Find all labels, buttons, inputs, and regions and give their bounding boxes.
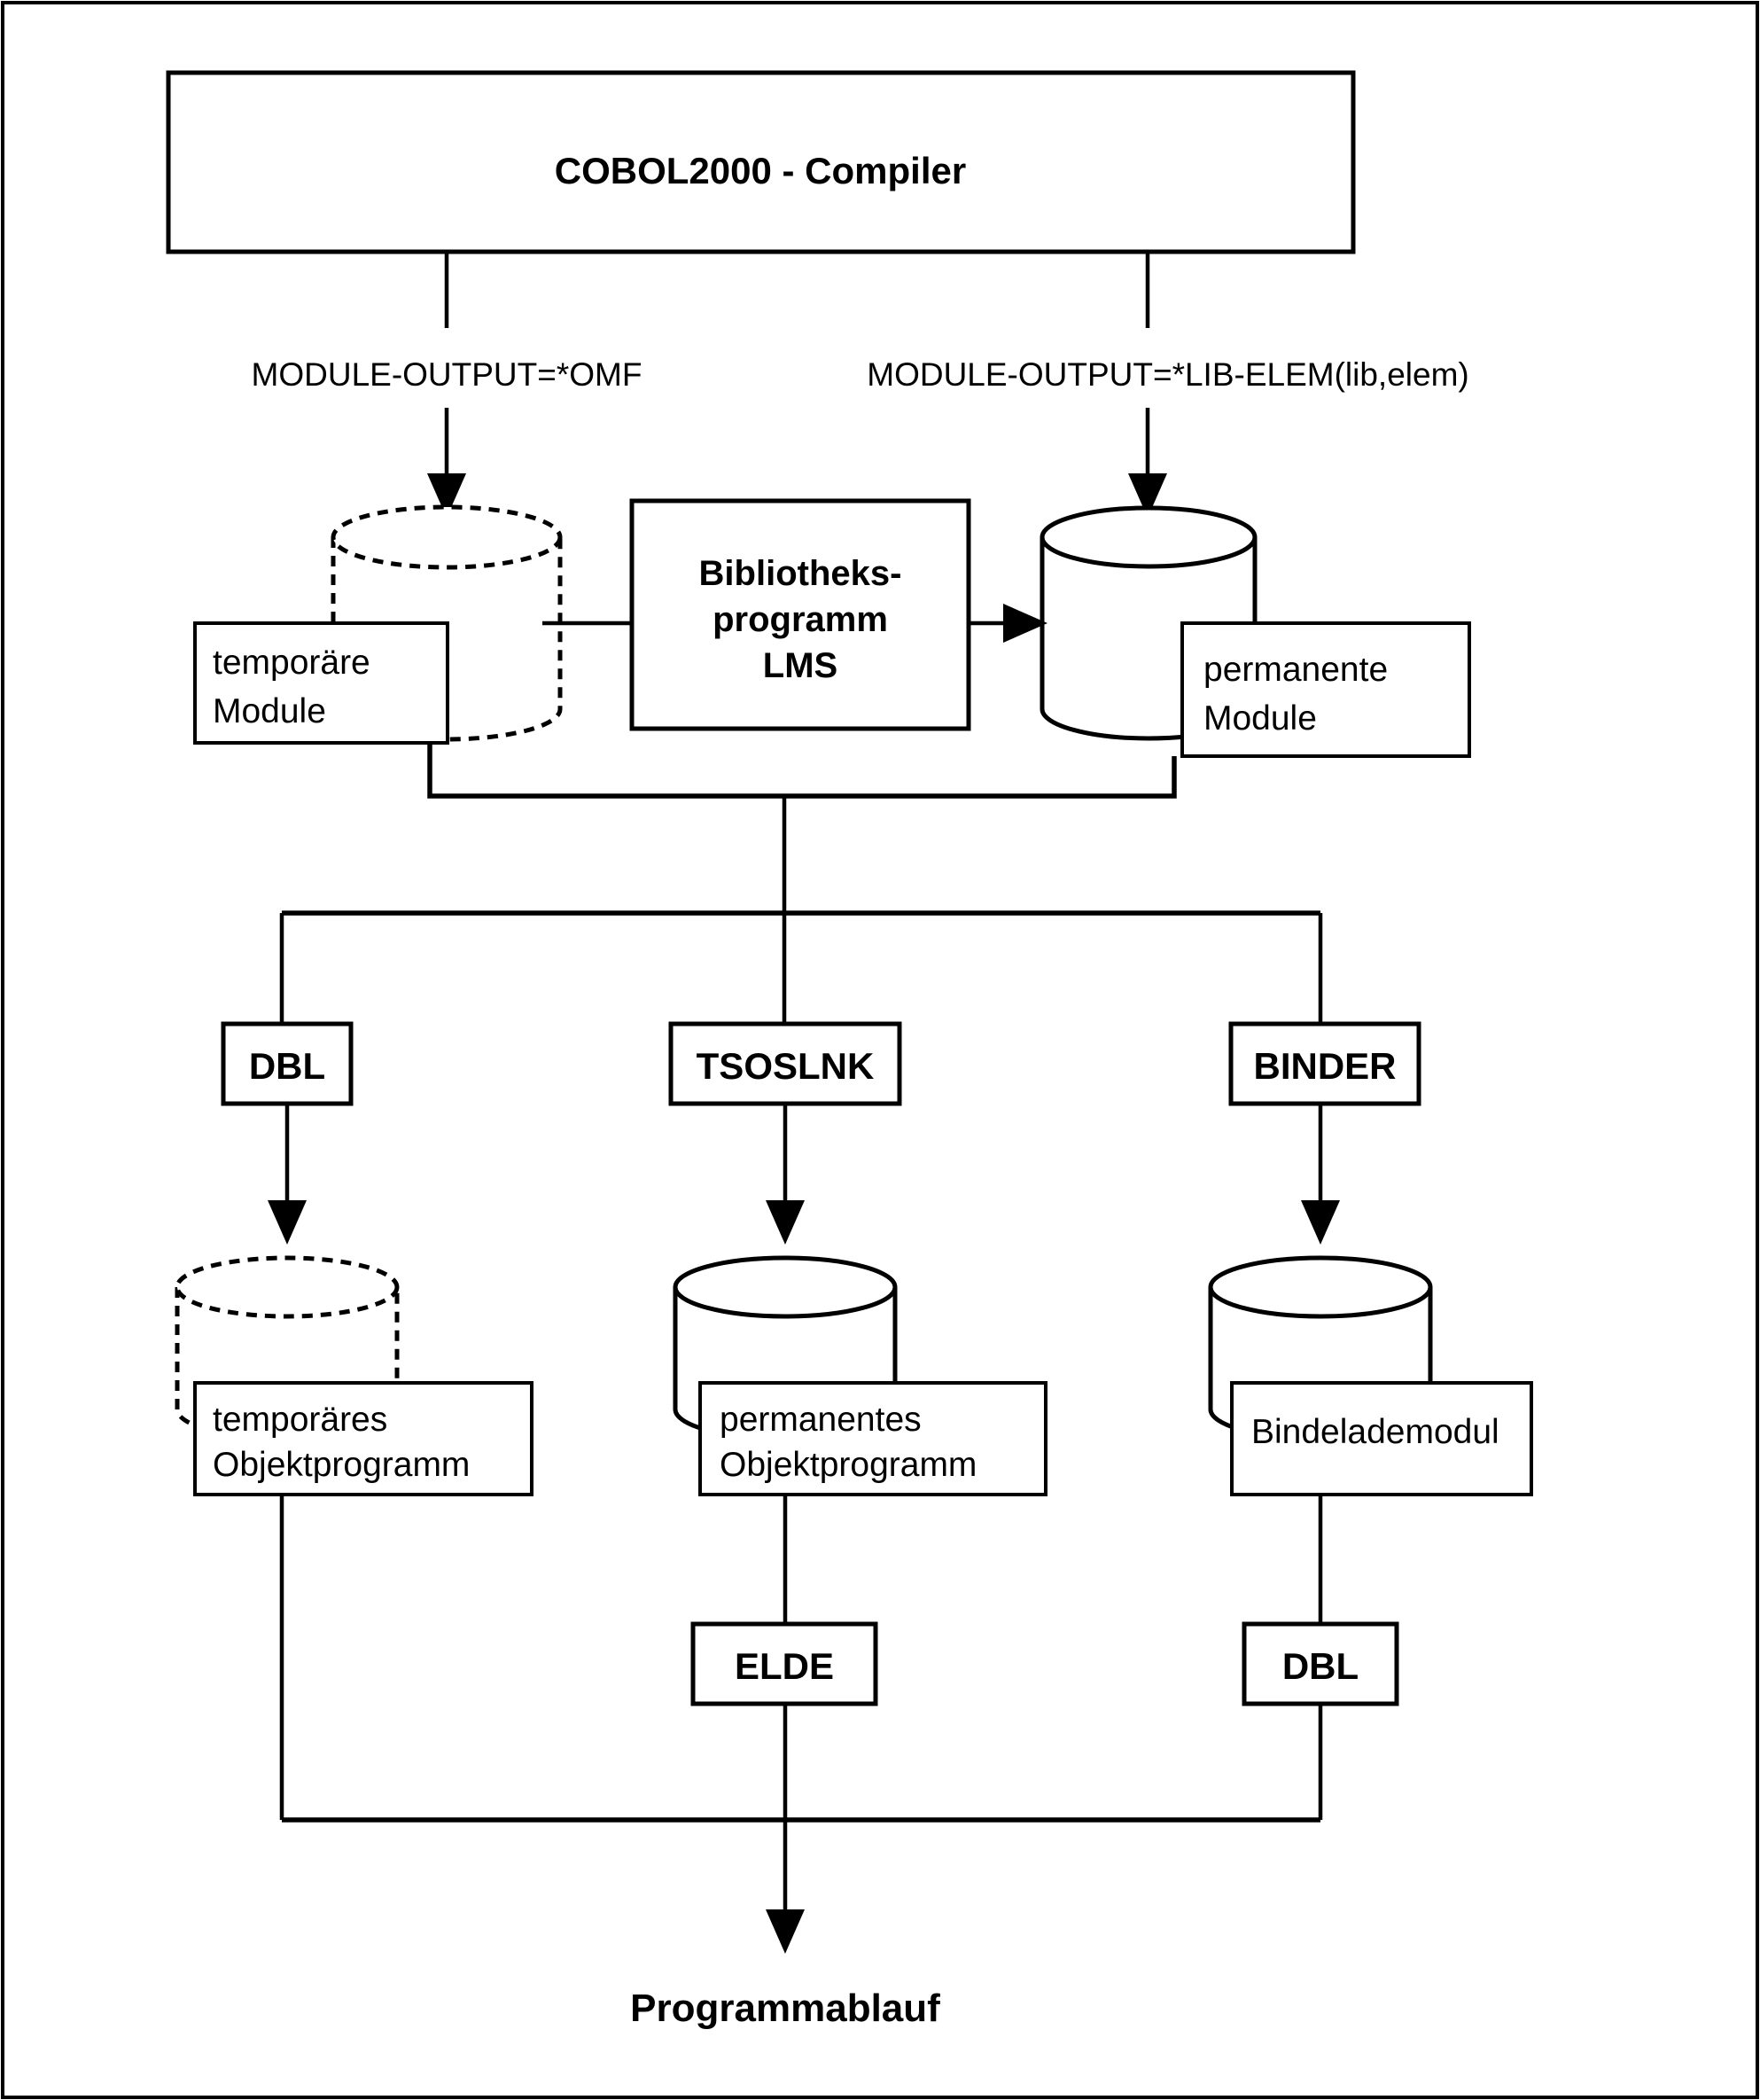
linker-box-binder[interactable]: [1228, 1021, 1421, 1106]
arrowhead-programmablauf: [766, 1909, 805, 1954]
lms-box[interactable]: [629, 498, 971, 731]
compiler-box[interactable]: [166, 70, 1356, 254]
temp-module-label-line2: Module: [213, 692, 326, 730]
loader-box-elde[interactable]: [690, 1621, 878, 1706]
linker-label-dbl: DBL: [249, 1045, 325, 1087]
arrowhead-dbl-to-temp-objprog: [268, 1200, 307, 1245]
linker-label-tsoslnk: TSOSLNK: [697, 1045, 875, 1087]
temp-objprog-caption-box[interactable]: [193, 1381, 533, 1496]
perm-module-caption-box[interactable]: [1180, 621, 1471, 758]
temp-module-label-line1: temporäre: [213, 644, 370, 682]
compiler-label: COBOL2000 - Compiler: [555, 150, 966, 191]
perm-module-label-line2: Module: [1203, 699, 1317, 738]
linker-box-tsoslnk[interactable]: [668, 1021, 902, 1106]
temp-module-caption-box[interactable]: [193, 621, 449, 745]
lms-label-line3: LMS: [763, 646, 837, 685]
temp-objprog-label-line1: temporäres: [213, 1401, 387, 1439]
temp-objprog-label-line2: Objektprogramm: [213, 1446, 470, 1484]
conn-modules-merge-bus: [427, 743, 1177, 799]
linker-box-dbl[interactable]: [221, 1021, 354, 1106]
footer-label-programmablauf: Programmablauf: [630, 1987, 940, 2030]
edge-label-module-output-lib-elem: MODULE-OUTPUT=*LIB-ELEM(lib,elem): [867, 356, 1468, 393]
arrowhead-binder-to-bindelademodul: [1301, 1200, 1340, 1245]
edge-label-module-output-omf: MODULE-OUTPUT=*OMF: [252, 356, 642, 393]
arrowhead-tsoslnk-to-perm-objprog: [766, 1200, 805, 1245]
bindelademodul-label: Bindelademodul: [1251, 1413, 1499, 1451]
loader-label-elde: ELDE: [735, 1645, 834, 1687]
lms-label-line1: Bibliotheks-: [699, 554, 902, 593]
linker-label-binder: BINDER: [1253, 1045, 1396, 1087]
bindelademodul-caption-box[interactable]: [1230, 1381, 1533, 1496]
perm-objprog-caption-box[interactable]: [698, 1381, 1047, 1496]
perm-module-label-line1: permanente: [1203, 651, 1388, 689]
lms-label-line2: programm: [713, 600, 888, 639]
loader-label-dbl2: DBL: [1282, 1645, 1359, 1687]
perm-objprog-label-line2: Objektprogramm: [720, 1446, 977, 1484]
perm-objprog-label-line1: permanentes: [720, 1401, 922, 1439]
